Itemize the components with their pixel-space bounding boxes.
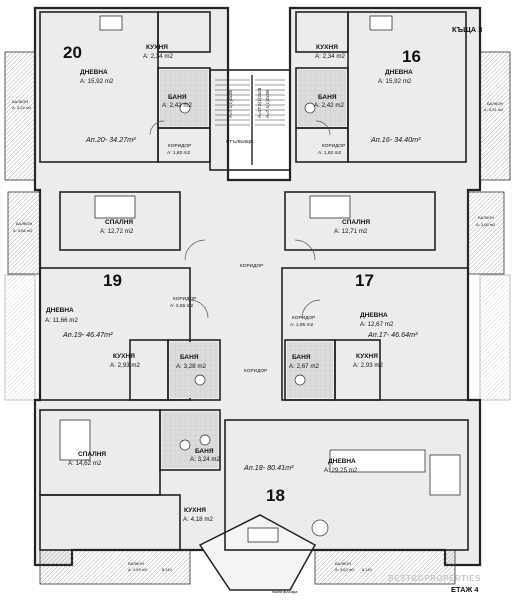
floor-label: ЕТАЖ 4 [451,585,479,594]
room-area: A: 2,34 m2 [315,53,345,60]
room-name: ДНЕВНА [46,307,74,314]
room-area: A: 2,34 m2 [143,53,173,60]
apartment-total: Ап.19- 46.47m² [63,330,113,339]
room-name: КОРИДОР [173,297,197,302]
stair-label: СТЪЛБИЩЕ [226,140,254,145]
room-area: A: 3,24 m2 [12,105,32,110]
apartment-number-18: 18 [266,486,285,505]
apartment-number-17: 17 [355,271,374,290]
balcony-18-right [314,549,456,585]
room-area: A: 11,66 m2 [45,317,78,324]
room-area: A: 1,82 m2 [318,151,342,156]
room-area: A: 3,66 m2 [13,228,33,233]
apartment-number-16: 16 [402,47,421,66]
apartment-total: Ап.20- 34.27m² [86,135,136,144]
room-area: A: 2,67 m2 [289,363,319,370]
apartment-total: Ап.16- 34.40m² [371,135,421,144]
room-area: A: 4,18 m2 [183,516,213,523]
room-name: БАЛКОН [478,215,495,220]
room-area: A: 1,82 m2 [167,151,191,156]
balcony-18-left [39,549,191,585]
room-name: ДНЕВНА [328,458,356,465]
room-name: СПАЛНЯ [342,219,371,226]
corridor-label: КОРИДОР [240,264,264,269]
room-area: A: 3,63 m2 [335,567,355,572]
room-area: A: 12,71 m2 [334,228,368,235]
room-area: A: 15,92 m2 [378,78,412,85]
balcony-17 [467,191,505,275]
room-name: КОРИДОР [168,144,192,149]
watermark: BESTBGPROPERTIES [388,574,481,583]
dimension-label: A=7.1(1)2x28 [265,90,270,118]
room-area: A: 15,92 m2 [80,78,114,85]
room-area: A: 1,95 m2 [290,323,314,328]
room-name: КОРИДОР [322,144,346,149]
balcony-16 [479,51,511,181]
room-area: A: 12,67 m2 [360,321,394,328]
room-area: A: 2,93 m2 [110,362,140,369]
room-name: БАЛКОН [128,561,145,566]
room-name: КУХНЯ [113,353,135,360]
room-area: A: 2,42 m2 [314,102,344,109]
room-area: A: 3,28 m2 [176,363,206,370]
room-name: БАЛКОН [12,99,29,104]
room-name: ДНЕВНА [360,312,388,319]
room-area: A: 3,63 m2 [128,567,148,572]
room-name: ДНЕВНА [80,69,108,76]
facade-label: южна фасада [272,589,298,594]
room-name: БАНЯ [292,354,311,361]
house-label: КЪЩА 3 [452,25,483,34]
apartment-number-20: 20 [63,43,82,62]
room-area: A: 29,25 m2 [324,467,358,474]
apartment-total: Ап.18- 80.41m² [244,463,294,472]
room-area: A: 12,72 m2 [100,228,134,235]
dimension-label: 8.110 [162,567,172,572]
room-name: БАНЯ [195,448,214,455]
dimension-label: 8.110 [362,567,372,572]
room-area: A: 3,66 m2 [476,222,496,227]
room-name: БАНЯ [180,354,199,361]
room-area: A: 3,91 m2 [484,107,504,112]
room-name: БАЛКОН [16,221,33,226]
room-area: A: 2,93 m2 [353,362,383,369]
balcony-20 [4,51,36,181]
room-name: ДНЕВНА [385,69,413,76]
room-name: КУХНЯ [184,507,206,514]
room-name: КУХНЯ [356,353,378,360]
room-area: A: 3,24 m2 [190,456,220,463]
room-name: БАНЯ [168,94,187,101]
room-name: КУХНЯ [146,44,168,51]
dimension-label: A=7.1(1)2x28 [228,90,233,118]
dimension-label: A=17.5(1)2x28 [257,87,262,118]
room-name: БАНЯ [318,94,337,101]
apartment-number-19: 19 [103,271,122,290]
room-area: A: 2,55 m2 [170,304,194,309]
room-name: БАЛКОН [335,561,352,566]
corridor-label: КОРИДОР [244,369,268,374]
apartment-total: Ап.17- 46.64m² [368,330,418,339]
room-name: СПАЛНЯ [78,451,107,458]
room-name: КУХНЯ [316,44,338,51]
room-name: КОРИДОР [292,316,316,321]
room-area: A: 14,62 m2 [68,460,102,467]
room-name: БАЛКОН [487,101,504,106]
room-area: A: 2,42 m2 [162,102,192,109]
balcony-19 [7,191,41,275]
room-name: СПАЛНЯ [105,219,134,226]
